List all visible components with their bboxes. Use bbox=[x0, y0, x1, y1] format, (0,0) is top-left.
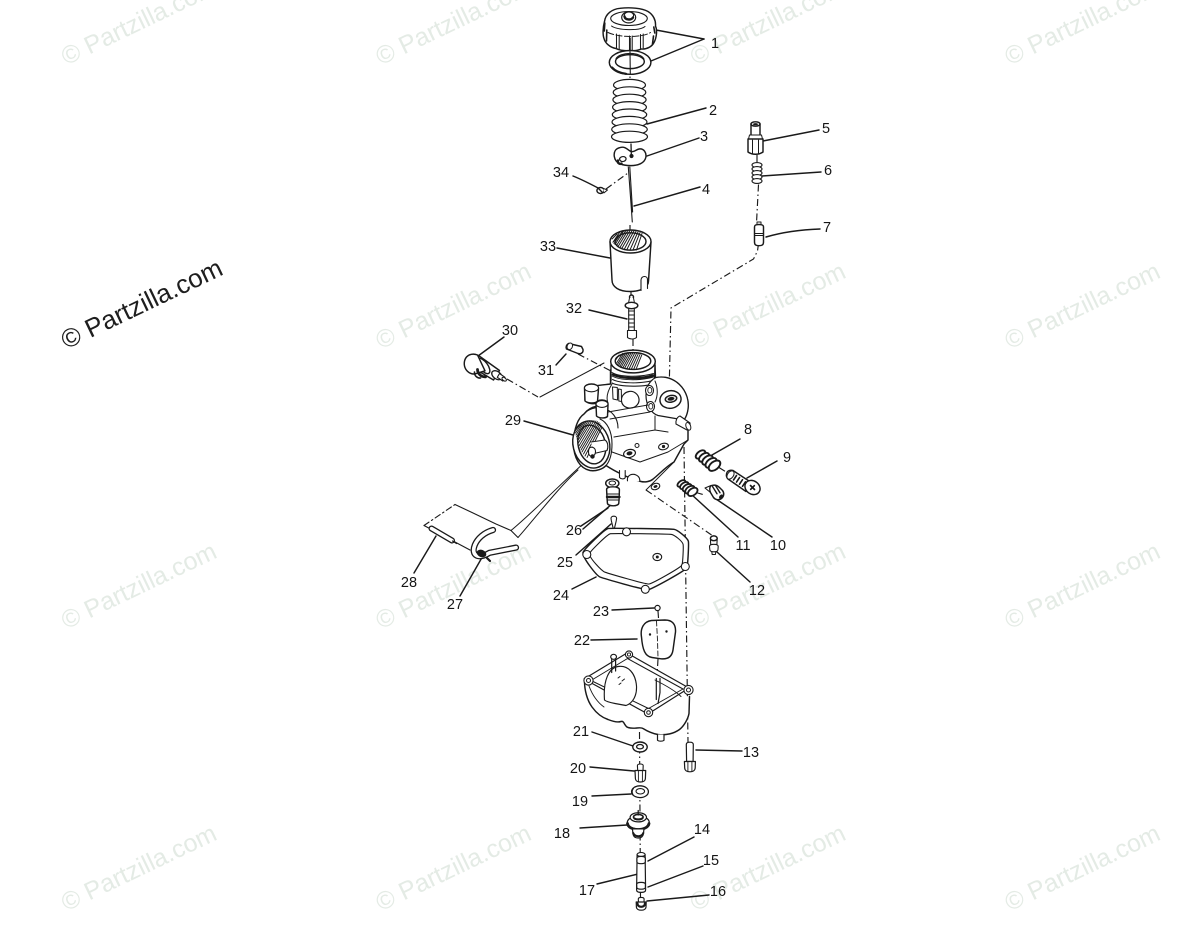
svg-text:10: 10 bbox=[770, 538, 786, 554]
svg-text:14: 14 bbox=[694, 822, 710, 838]
svg-text:33: 33 bbox=[540, 239, 556, 255]
svg-text:5: 5 bbox=[822, 121, 830, 137]
svg-text:6: 6 bbox=[824, 163, 832, 179]
svg-text:23: 23 bbox=[593, 604, 609, 620]
svg-text:16: 16 bbox=[710, 884, 726, 900]
svg-text:19: 19 bbox=[572, 794, 588, 810]
svg-text:7: 7 bbox=[823, 220, 831, 236]
svg-text:15: 15 bbox=[703, 853, 719, 869]
svg-text:28: 28 bbox=[401, 575, 417, 591]
svg-text:27: 27 bbox=[447, 597, 463, 613]
svg-text:31: 31 bbox=[538, 363, 554, 379]
svg-text:3: 3 bbox=[700, 129, 708, 145]
svg-text:30: 30 bbox=[502, 323, 518, 339]
svg-text:9: 9 bbox=[783, 450, 791, 466]
svg-text:29: 29 bbox=[505, 413, 521, 429]
svg-text:12: 12 bbox=[749, 583, 765, 599]
svg-text:22: 22 bbox=[574, 633, 590, 649]
svg-text:17: 17 bbox=[579, 883, 595, 899]
svg-text:2: 2 bbox=[709, 103, 717, 119]
svg-text:11: 11 bbox=[735, 538, 750, 554]
svg-text:13: 13 bbox=[743, 745, 759, 761]
svg-text:24: 24 bbox=[553, 588, 569, 604]
svg-text:1: 1 bbox=[711, 36, 719, 52]
svg-text:34: 34 bbox=[553, 165, 569, 181]
svg-text:18: 18 bbox=[554, 826, 570, 842]
svg-text:21: 21 bbox=[573, 724, 589, 740]
svg-text:4: 4 bbox=[702, 182, 710, 198]
svg-text:25: 25 bbox=[557, 555, 573, 571]
svg-text:20: 20 bbox=[570, 761, 586, 777]
svg-text:32: 32 bbox=[566, 301, 582, 317]
svg-text:26: 26 bbox=[566, 523, 582, 539]
svg-text:8: 8 bbox=[744, 422, 752, 438]
